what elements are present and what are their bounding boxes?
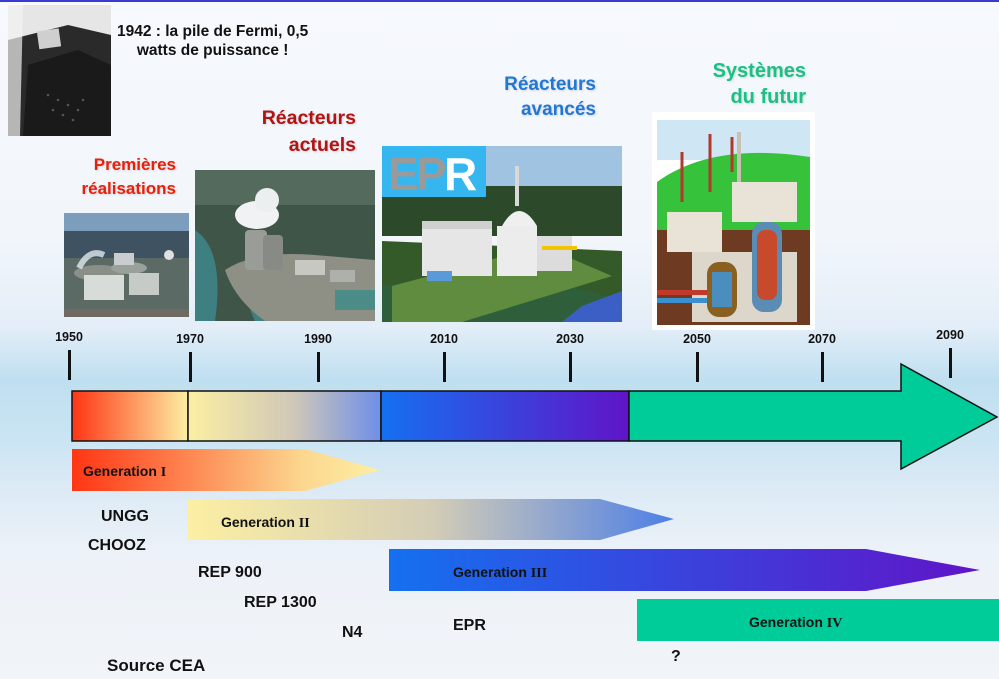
reactor-ungg: UNGG [101, 508, 149, 525]
reactor-n4: N4 [342, 624, 363, 641]
generation-2-label: Generation II [221, 514, 310, 531]
generation-1-bar [72, 449, 380, 491]
year-label: 1990 [304, 332, 332, 346]
year-label: 1950 [55, 330, 83, 344]
generation-1-label: Generation I [83, 463, 167, 480]
year-label: 2070 [808, 332, 836, 346]
fermi-caption: 1942 : la pile de Fermi, 0,5 watts de pu… [117, 23, 309, 59]
reactor-unknown: ? [671, 648, 681, 665]
reactor-chooz: CHOOZ [88, 537, 146, 554]
timeline-segment-gen2 [187, 390, 382, 442]
top-border [0, 0, 999, 2]
year-label: 2090 [936, 328, 964, 342]
reactor-rep1300: REP 1300 [244, 594, 317, 611]
year-label: 2010 [430, 332, 458, 346]
svg-text:R: R [444, 148, 477, 200]
advanced-reactors-title: Réacteurs avancés [504, 74, 596, 120]
gen4-cutaway-illustration [652, 112, 815, 330]
fermi-pile-photo [8, 5, 111, 136]
future-systems-title: Systèmes du futur [712, 60, 806, 108]
generation-bars [72, 449, 999, 641]
year-label: 1970 [176, 332, 204, 346]
year-tick [443, 352, 446, 382]
generation-3-bar [389, 549, 980, 591]
year-tick [821, 352, 824, 382]
source-credit: Source CEA [107, 656, 206, 675]
year-tick [696, 352, 699, 382]
generation-2-bar [188, 499, 674, 540]
current-reactors-title: Réacteurs actuels [261, 107, 356, 156]
reactor-rep900: REP 900 [198, 564, 262, 581]
year-tick [569, 352, 572, 382]
year-tick [317, 352, 320, 382]
timeline-segment-gen3 [380, 390, 630, 442]
generation-4-bar [637, 599, 999, 641]
timeline-bar [71, 362, 999, 471]
year-label: 2050 [683, 332, 711, 346]
year-tick [68, 350, 71, 380]
year-label: 2030 [556, 332, 584, 346]
year-tick [189, 352, 192, 382]
epr-render: E P R [382, 146, 622, 322]
generation-3-label: Generation III [453, 564, 548, 581]
first-realisations-title: Premières réalisations [81, 155, 177, 198]
epr-logo-e: E [388, 148, 419, 200]
timeline-arrow-gen4 [628, 362, 999, 471]
timeline-segment-gen1 [71, 390, 189, 442]
gen2-plant-photo [195, 170, 375, 321]
generation-4-label: Generation IV [749, 614, 843, 631]
gen1-plant-photo [64, 213, 189, 317]
svg-text:P: P [416, 148, 447, 200]
year-tick [949, 348, 952, 378]
reactor-epr: EPR [453, 617, 486, 634]
